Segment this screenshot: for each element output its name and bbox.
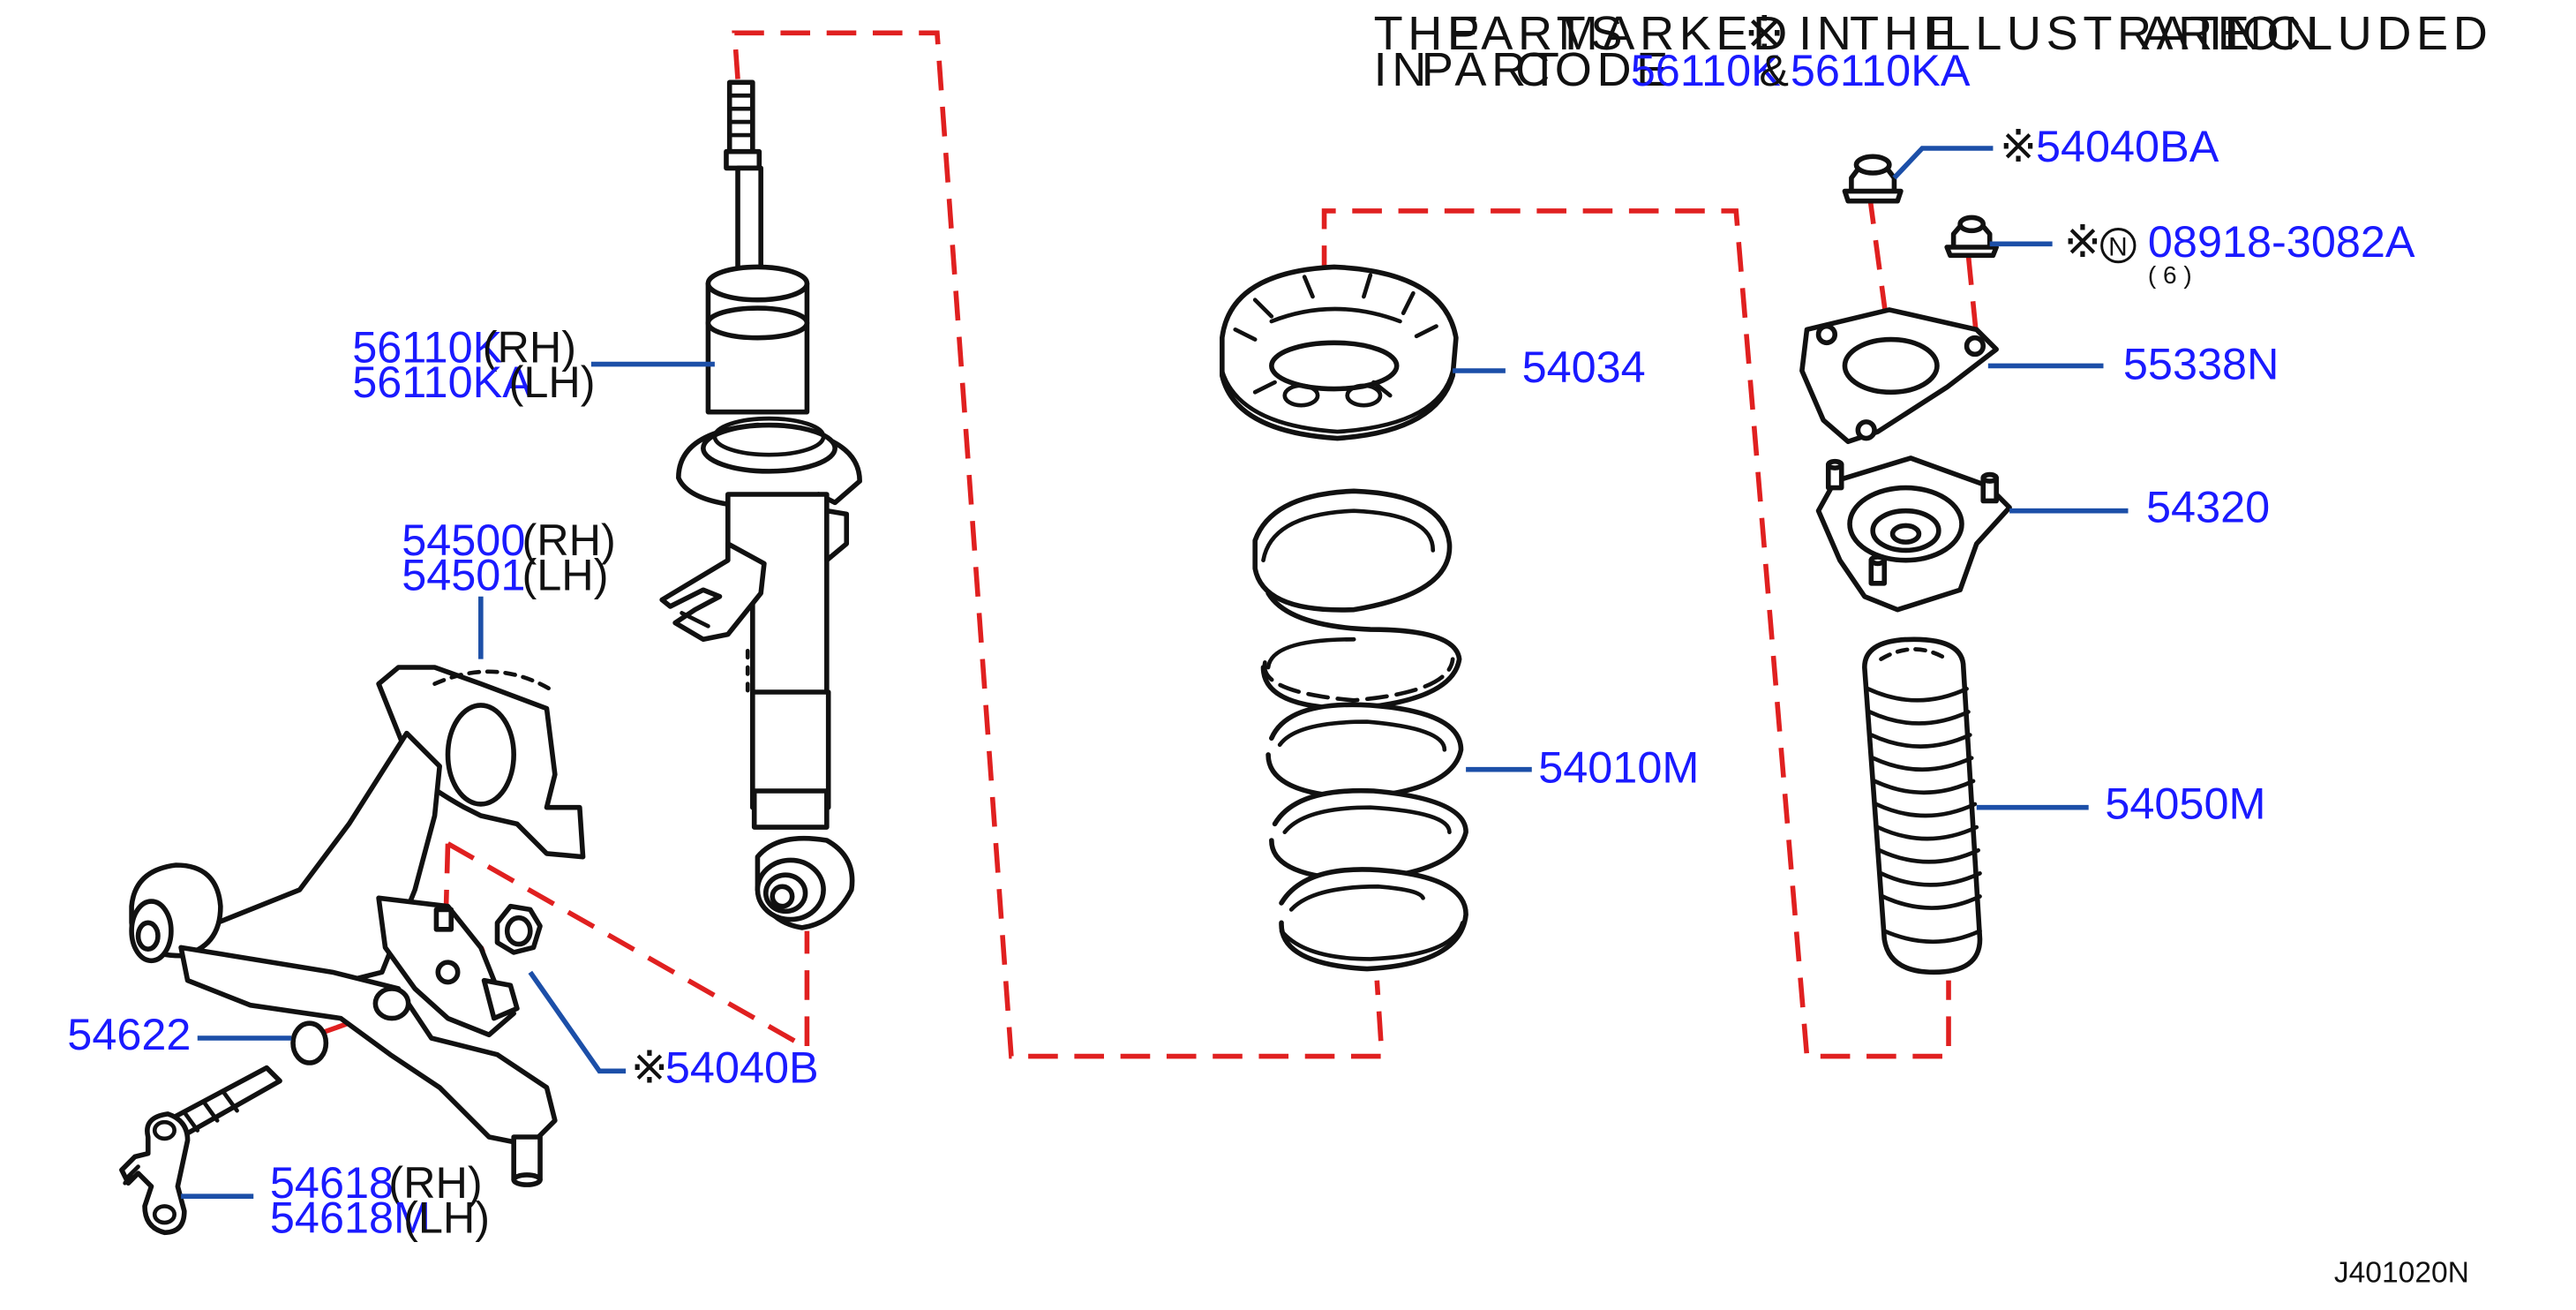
label-mount-code[interactable]: 54320 [2146,482,2270,532]
label-strut-lh-side: (LH) [509,357,596,407]
n-badge-icon [2100,227,2137,264]
note-word: IN [1799,7,1856,60]
leader-top-nut [1892,146,1994,180]
label-top-nut-mark: ※ [2000,121,2037,171]
label-seat-code[interactable]: 54034 [1522,342,1646,392]
assembly-line-strut [732,30,1385,1059]
strut-mount-drawing[interactable] [1815,455,2012,613]
washer-drawing[interactable] [290,1020,329,1065]
label-arm-lh-code[interactable]: 54501 [402,549,525,599]
label-plate-code[interactable]: 55338N [2123,338,2279,388]
note-word: PART [1422,43,1565,96]
spring-seat-drawing[interactable] [1220,264,1459,441]
note-word: ILLUSTRATION [1926,7,2324,60]
bolt-drawing[interactable] [494,903,543,955]
note-word: PARTS [1448,7,1627,60]
top-nut-drawing[interactable] [1842,154,1904,204]
strut-assembly-drawing[interactable] [659,79,862,930]
label-bolt-code[interactable]: 54040B [665,1042,819,1092]
label-strut-lh-code[interactable]: 56110KA [352,357,532,407]
assembly-line-spring [1321,208,1951,1059]
assembly-line-small-nut [1965,255,1979,338]
diagram-id: J401020N [2334,1256,2469,1289]
plate-drawing[interactable] [1799,307,1999,445]
link-drawing[interactable] [119,1065,282,1236]
bound-bumper-drawing[interactable] [1862,636,1983,975]
leader-bolt [528,970,627,1074]
label-top-nut-code[interactable]: 54040BA [2036,121,2219,171]
label-link-lh-code[interactable]: 54618M [270,1192,431,1242]
part-labels: 56110K (RH) 56110KA (LH) 54500 (RH) 5450… [67,121,2469,1289]
label-washer-code[interactable]: 54622 [67,1009,191,1059]
note-amp: & [1759,45,1789,95]
label-strut-rh-code[interactable]: 56110K [352,322,502,373]
small-nut-drawing[interactable] [1944,215,1999,259]
label-spring-code[interactable]: 54010M [1538,742,1699,793]
header-note: THE PARTS MARKED ※ IN THE ILLUSTRATION A… [1374,7,2492,96]
label-link-rh-side: (RH) [388,1157,482,1208]
note-word: IN [1374,43,1431,96]
note-code-a[interactable]: 56110K [1631,45,1781,95]
lower-arm-drawing[interactable] [129,665,586,1187]
note-word: THE [1850,7,1960,60]
note-word: THE [1374,7,1484,60]
label-arm-rh-code[interactable]: 54500 [402,515,525,565]
note-word: INCLUDED [2209,7,2492,60]
label-bolt-mark: ※ [631,1042,668,1092]
note-word: CODE [1515,43,1673,96]
label-link-rh-code[interactable]: 54618 [270,1157,394,1208]
note-mark: ※ [1745,7,1790,60]
label-arm-rh-side: (RH) [522,515,616,565]
label-link-lh-side: (LH) [403,1192,490,1242]
note-code-b[interactable]: 56110KA [1791,45,1971,95]
note-word: MARKED [1558,7,1792,60]
leader-lines [181,146,2129,1199]
label-small-nut-code[interactable]: 08918-3082A [2148,216,2415,267]
label-small-nut-badge: N [2108,232,2128,261]
label-small-nut-qty: ( 6 ) [2148,261,2192,289]
note-word: ARE [2141,7,2254,60]
label-bound-code[interactable]: 54050M [2105,779,2265,829]
label-strut-rh-side: (RH) [483,322,576,373]
coil-spring-drawing[interactable] [1252,488,1468,972]
label-arm-lh-side: (LH) [522,549,609,599]
label-small-nut-mark: ※ [2064,216,2101,267]
